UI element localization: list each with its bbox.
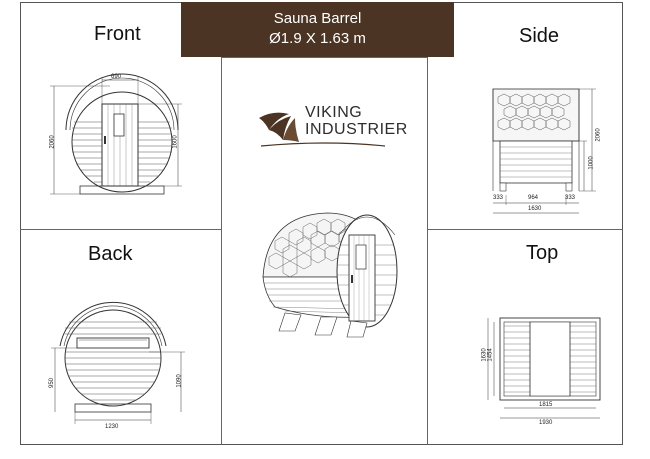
grid-divider-right-horizontal <box>427 229 623 230</box>
top-outer-width: 1930 <box>539 420 553 426</box>
front-view-drawing <box>50 73 182 195</box>
side-left-overhang: 333 <box>493 195 504 201</box>
back-lower-height: 1090 <box>176 374 183 388</box>
label-front: Front <box>94 23 141 45</box>
back-window-height: 950 <box>49 377 56 389</box>
top-view-drawing <box>487 317 601 419</box>
back-width: 1230 <box>105 424 119 430</box>
top-inner-width: 1815 <box>539 402 553 408</box>
side-view-drawing <box>492 88 596 214</box>
title-box: Sauna Barrel Ø1.9 X 1.63 m <box>181 2 454 57</box>
side-middle: 964 <box>528 195 539 201</box>
barrel-perspective-drawing <box>262 212 398 338</box>
front-total-height: 2060 <box>49 135 56 149</box>
front-door-height: 1600 <box>172 135 179 149</box>
side-right-overhang: 333 <box>565 195 576 201</box>
front-door-width: 690 <box>111 74 122 80</box>
label-side: Side <box>519 25 560 47</box>
viking-logo-icon <box>259 112 386 147</box>
grid-divider-left-horizontal <box>20 229 221 230</box>
logo-text-industrier: INDUSTRIER <box>305 121 408 138</box>
logo-text-viking: VIKING <box>305 104 363 121</box>
title-bottom-rule <box>221 57 427 58</box>
grid-divider-left <box>221 57 222 445</box>
product-size: Ø1.9 X 1.63 m <box>269 30 366 47</box>
grid-divider-right <box>427 57 428 445</box>
top-inner-depth: 1454 <box>487 348 494 362</box>
product-name: Sauna Barrel <box>273 10 362 27</box>
side-total-height: 2060 <box>595 128 602 142</box>
side-total-length: 1630 <box>528 206 542 212</box>
side-base-height: 1000 <box>588 156 595 170</box>
label-back: Back <box>88 243 133 265</box>
back-view-drawing <box>51 301 185 424</box>
label-top: Top <box>526 242 559 264</box>
